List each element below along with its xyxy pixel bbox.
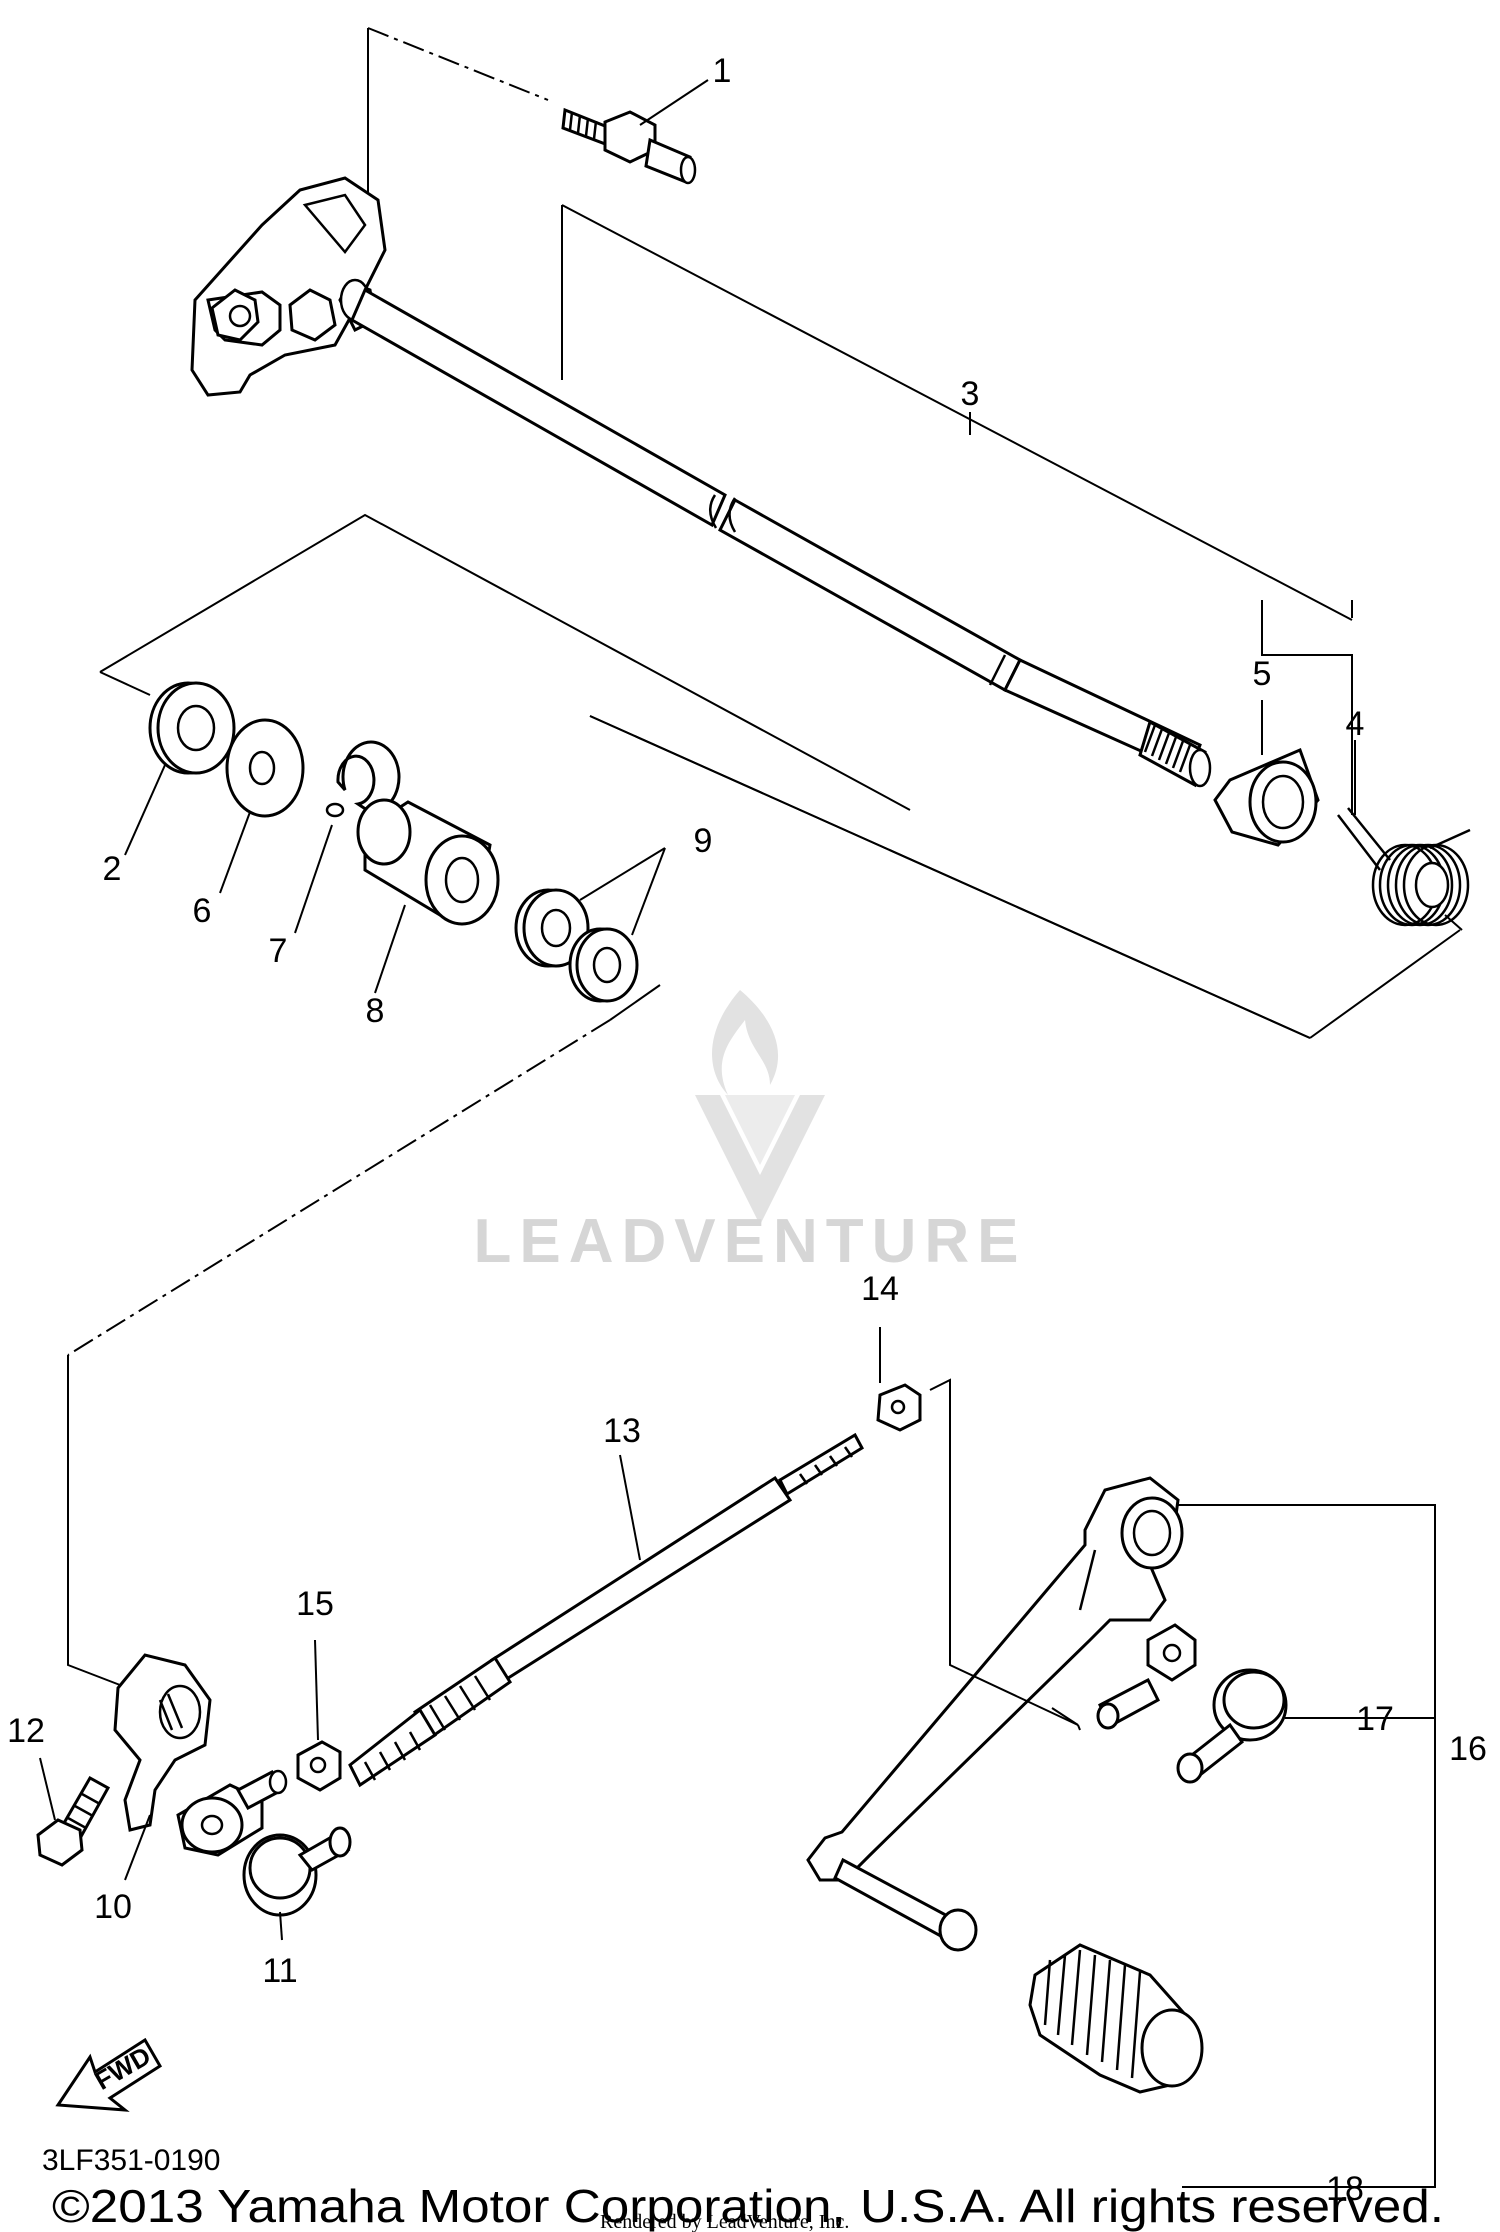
callout-8: 8 (366, 992, 385, 1030)
callout-15: 15 (296, 1585, 334, 1623)
leadventure-flame-logo (695, 990, 825, 1225)
part-16-shift-pedal (806, 1476, 1197, 1952)
footer: 3LF351-0190 ©2013 Yamaha Motor Corporati… (42, 2144, 1444, 2232)
fwd-arrow: FWD (55, 2037, 163, 2112)
part-8-bush (356, 798, 500, 926)
part-13-shift-rod (348, 1432, 864, 1788)
part-2-oil-seal (148, 681, 236, 775)
part-5-collar (1213, 747, 1320, 847)
watermark: LEADVENTURE (473, 990, 1026, 1276)
callout-12: 12 (7, 1712, 45, 1750)
callout-17: 17 (1356, 1700, 1394, 1738)
part-9-bearings (514, 888, 639, 1003)
part-3-shift-shaft (190, 176, 1212, 788)
watermark-text: LEADVENTURE (473, 1207, 1026, 1276)
callout-11: 11 (262, 1952, 297, 1990)
callout-2: 2 (103, 850, 122, 888)
part-15-nut (296, 1740, 342, 1792)
part-1-bolt (561, 107, 697, 185)
part-6-washer (225, 718, 305, 818)
part-11-joint (242, 1826, 352, 1917)
part-10-shift-arm (113, 1653, 288, 1857)
callout-4: 4 (1346, 705, 1365, 743)
callout-16: 16 (1449, 1730, 1487, 1768)
copyright-notice: ©2013 Yamaha Motor Corporation, U.S.A. A… (52, 2180, 1444, 2232)
callout-1: 1 (713, 52, 732, 90)
diagram-code: 3LF351-0190 (42, 2144, 220, 2177)
callout-leaders (39, 79, 1356, 2188)
callout-13: 13 (603, 1412, 641, 1450)
callout-3: 3 (961, 375, 980, 413)
part-4-spring (1337, 807, 1471, 927)
part-17-joint (1176, 1668, 1288, 1784)
part-18-pedal-rubber (1028, 1943, 1204, 2094)
callout-10: 10 (94, 1888, 132, 1926)
callout-14: 14 (861, 1270, 899, 1308)
part-12-bolt (36, 1775, 111, 1867)
callout-9: 9 (694, 822, 713, 860)
callout-18: 18 (1326, 2170, 1364, 2208)
callout-6: 6 (193, 892, 212, 930)
callout-5: 5 (1253, 655, 1272, 693)
part-14-nut (876, 1383, 922, 1432)
rendered-by-notice: Rendered by LeadVenture, Inc. (600, 2211, 849, 2232)
callout-7: 7 (269, 932, 288, 970)
upper-group-outline (67, 27, 1463, 1686)
callout-labels: 1 2 3 4 5 6 7 8 9 10 11 12 13 14 15 16 1… (7, 52, 1487, 2208)
